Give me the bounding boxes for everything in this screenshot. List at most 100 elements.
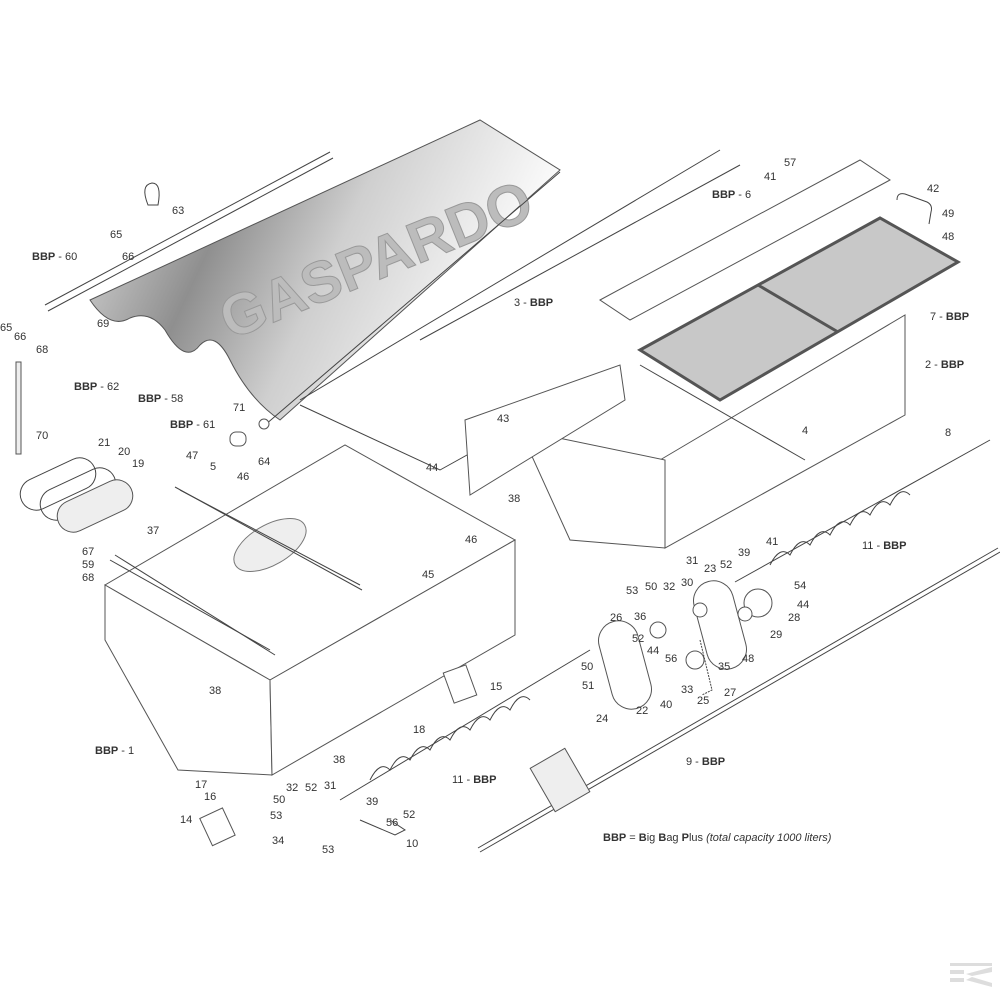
part-label: 30: [681, 577, 693, 589]
part-label: 52: [720, 559, 732, 571]
part-label: 32: [286, 782, 298, 794]
footnote-abbr: BBP: [603, 832, 627, 844]
part-label: 52: [632, 633, 644, 645]
part-label: 59: [82, 559, 94, 571]
part-label: 11 - BBP: [862, 540, 906, 552]
auger-11-rear: [734, 439, 991, 583]
part-label: 68: [36, 344, 48, 356]
part-label: 65: [0, 322, 12, 334]
part-label: 35: [718, 661, 730, 673]
part-label: 5: [210, 461, 216, 473]
part-label: 41: [764, 171, 776, 183]
part-label: 22: [636, 705, 648, 717]
part-label: BBP - 1: [95, 745, 134, 757]
part-label: 38: [209, 685, 221, 697]
part-label: 10: [406, 838, 418, 850]
part-label: BBP - 58: [138, 393, 183, 405]
part-label: 3 - BBP: [514, 297, 553, 309]
footnote-b3: P: [681, 832, 689, 844]
belts-19-21: [19, 457, 134, 533]
part-label: 29: [770, 629, 782, 641]
part-label: 46: [237, 471, 249, 483]
part-label: 9 - BBP: [686, 756, 725, 768]
part-label: 38: [333, 754, 345, 766]
part-label: 47: [186, 450, 198, 462]
part-label: 63: [172, 205, 184, 217]
part-label: 52: [305, 782, 317, 794]
part-label: 7 - BBP: [930, 311, 969, 323]
part-label: 24: [596, 713, 608, 725]
part-label: 4: [802, 425, 808, 437]
part-label: 27: [724, 687, 736, 699]
part-label: 53: [322, 844, 334, 856]
footnote-note: (total capacity 1000 liters): [706, 832, 832, 844]
part-label: 49: [942, 208, 954, 220]
part-label: 41: [766, 536, 778, 548]
footnote-b1: B: [638, 832, 647, 844]
footnote-t3: lus: [688, 832, 707, 844]
part-label: 38: [508, 493, 520, 505]
part-label: 50: [273, 794, 285, 806]
part-label: 43: [497, 413, 509, 425]
part-label: 19: [132, 458, 144, 470]
part-label: 33: [681, 684, 693, 696]
part-label: 69: [97, 318, 109, 330]
part-label: 54: [794, 580, 806, 592]
part-label: 32: [663, 581, 675, 593]
part-label: 21: [98, 437, 110, 449]
part-label: 25: [697, 695, 709, 707]
part-label: 44: [647, 645, 659, 657]
hopper-1: [104, 444, 517, 776]
cover-tarp-58: GASPARDO: [89, 119, 561, 430]
part-label: 28: [788, 612, 800, 624]
part-label: 2 - BBP: [925, 359, 964, 371]
part-label: 51: [582, 680, 594, 692]
part-label: 36: [634, 611, 646, 623]
strip-70: [15, 361, 22, 455]
part-label: 56: [386, 817, 398, 829]
part-label: 45: [422, 569, 434, 581]
part-label: 44: [797, 599, 809, 611]
part-label: 23: [704, 563, 716, 575]
part-label: 65: [110, 229, 122, 241]
part-label: 48: [942, 231, 954, 243]
small-parts: [114, 182, 932, 847]
part-label: 16: [204, 791, 216, 803]
part-label: 48: [742, 653, 754, 665]
footnote-b2: B: [658, 832, 667, 844]
part-label: 15: [490, 681, 502, 693]
footnote-equals: =: [626, 832, 639, 844]
part-label: 31: [324, 780, 336, 792]
part-label: 64: [258, 456, 270, 468]
part-label: 71: [233, 402, 245, 414]
part-label: 20: [118, 446, 130, 458]
part-label: 70: [36, 430, 48, 442]
part-label: 53: [270, 810, 282, 822]
part-label: BBP - 60: [32, 251, 77, 263]
part-label: 42: [927, 183, 939, 195]
part-label: 8: [945, 427, 951, 439]
lid-7: [637, 216, 962, 402]
part-label: 66: [122, 251, 134, 263]
rail-60: [44, 151, 334, 312]
part-label: 52: [403, 809, 415, 821]
part-label: 50: [645, 581, 657, 593]
part-label: 56: [665, 653, 677, 665]
part-label: 34: [272, 835, 284, 847]
drive-assembly: [598, 580, 773, 710]
auger-11-front: [339, 649, 591, 801]
footnote-t2: ag: [666, 832, 682, 844]
part-label: 39: [738, 547, 750, 559]
shaft-9: [477, 547, 1000, 853]
part-label: BBP - 6: [712, 189, 751, 201]
part-label: 14: [180, 814, 192, 826]
part-label: 53: [626, 585, 638, 597]
part-label: 46: [465, 534, 477, 546]
part-label: 57: [784, 157, 796, 169]
part-label: 68: [82, 572, 94, 584]
footnote-t1: ig: [646, 832, 659, 844]
part-label: 66: [14, 331, 26, 343]
